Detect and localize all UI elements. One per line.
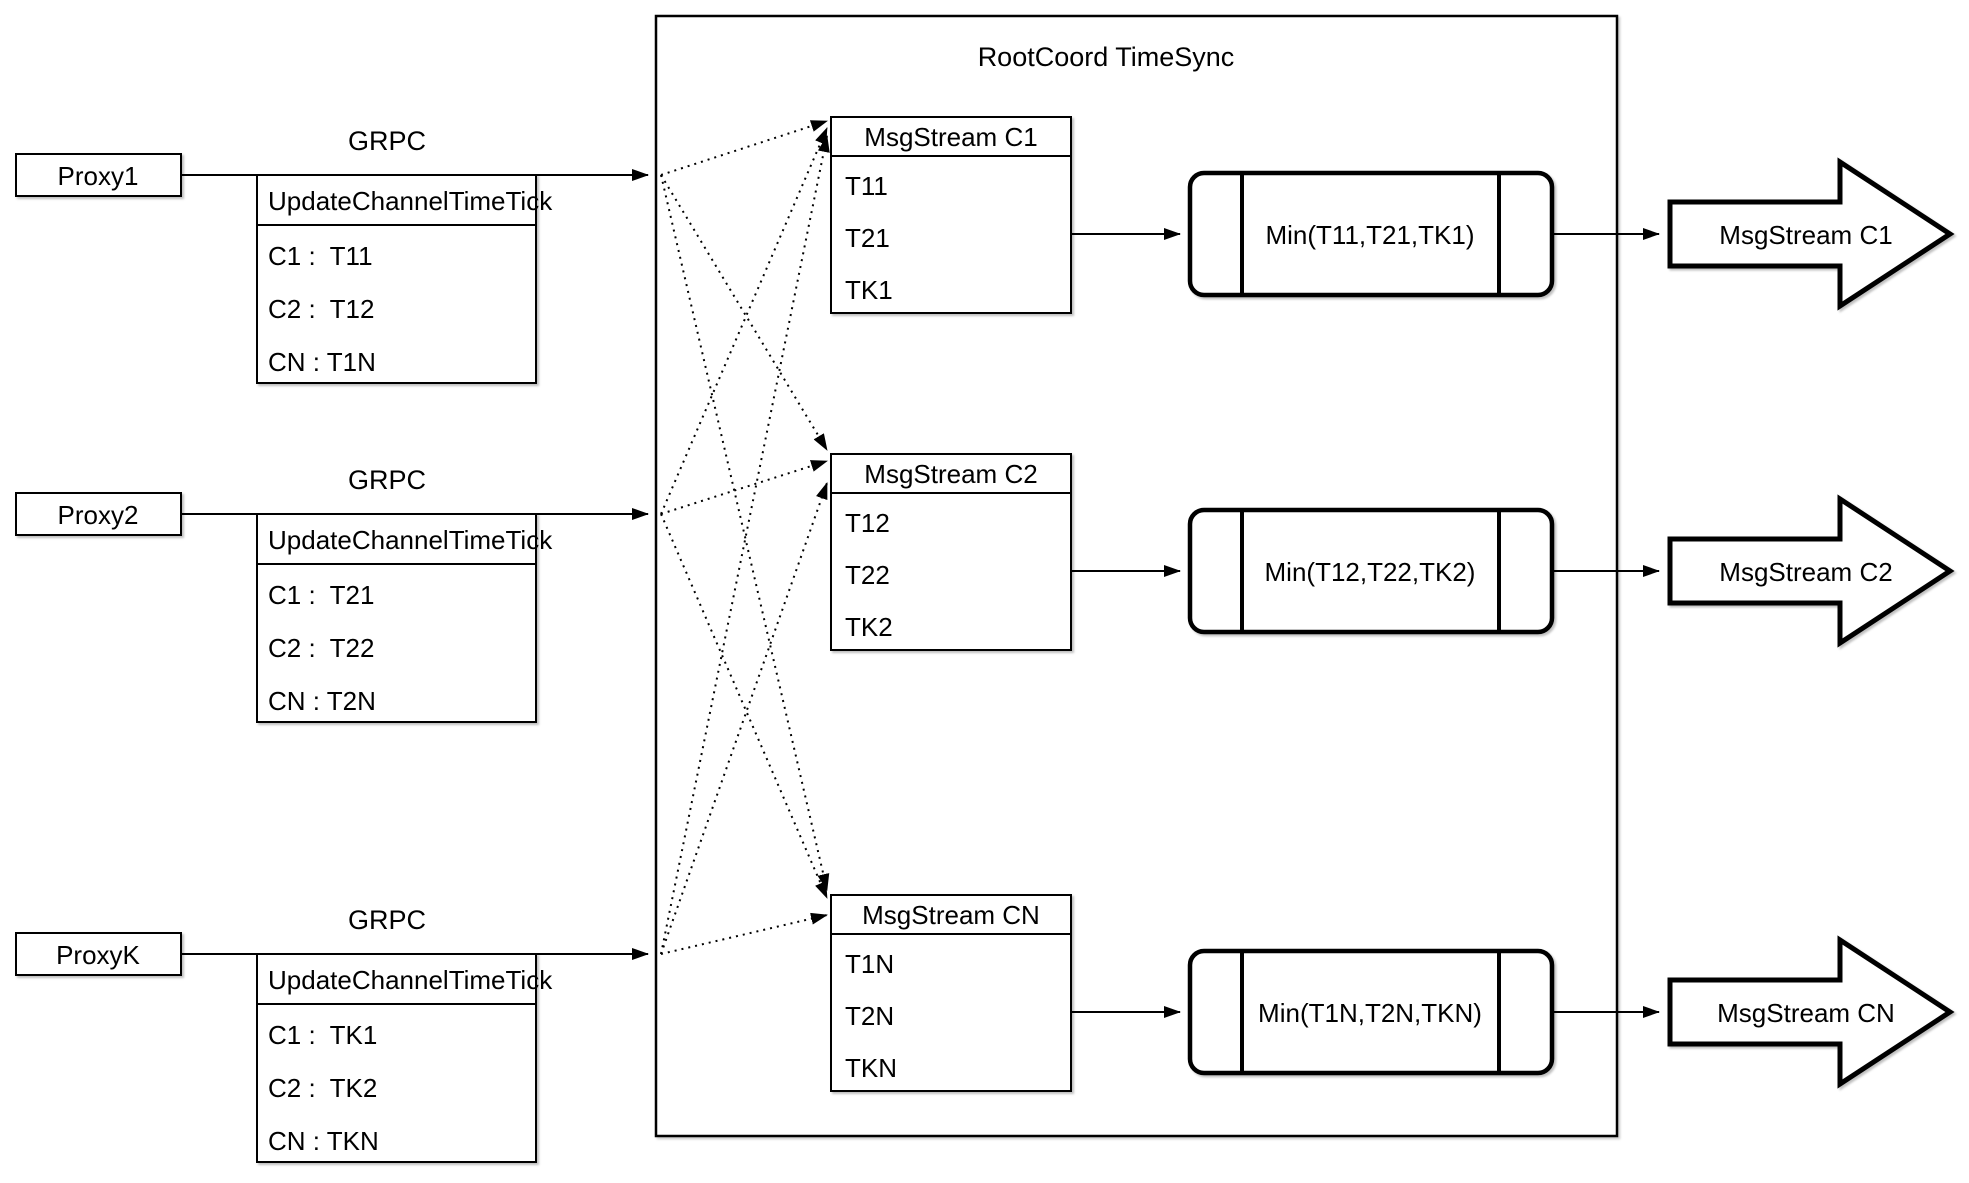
proxy-row-3: ProxyK GRPC UpdateChannelTimeTick C1 : T… <box>15 905 649 1163</box>
update-table-3-title: UpdateChannelTimeTick <box>268 965 553 995</box>
update-table-1-title: UpdateChannelTimeTick <box>268 186 553 216</box>
update-table-1 <box>256 174 537 384</box>
update-table-2-title: UpdateChannelTimeTick <box>268 525 553 555</box>
proxy1-label: Proxy1 <box>58 161 139 191</box>
min-box-cn-label: Min(T1N,T2N,TKN) <box>1258 998 1482 1028</box>
dotted-link-proxy1-c1 <box>660 120 828 176</box>
min-box-c2-label: Min(T12,T22,TK2) <box>1265 557 1476 587</box>
min-box-c1-label: Min(T11,T21,TK1) <box>1265 220 1474 250</box>
msgstream-table-cn-value-0: T1N <box>845 949 894 979</box>
update-table-1-row-1: C2 : T12 <box>268 294 374 324</box>
update-table-2-row-2: CN : T2N <box>268 686 376 716</box>
msgstream-table-c1-value-2: TK1 <box>845 275 893 305</box>
proxy2-box <box>15 492 182 536</box>
msgstream-table-c1-value-0: T11 <box>845 171 888 201</box>
msgstream-table-c2-title: MsgStream C2 <box>864 459 1037 489</box>
dotted-links <box>660 120 830 955</box>
rootcoord-title: RootCoord TimeSync <box>978 42 1235 72</box>
update-table-1-row-2: CN : T1N <box>268 347 376 377</box>
proxy1-box <box>15 153 182 197</box>
grpc-label-1: GRPC <box>348 126 426 156</box>
dotted-link-proxy2-c1 <box>660 127 828 515</box>
output-arrow-c1 <box>1667 157 1955 311</box>
output-arrow-cn-label: MsgStream CN <box>1717 998 1895 1028</box>
update-table-2-row-1: C2 : T22 <box>268 633 374 663</box>
grpc-label-2: GRPC <box>348 465 426 495</box>
msgstream-table-cn-title: MsgStream CN <box>862 900 1040 930</box>
msgstream-table-c1-title: MsgStream C1 <box>864 122 1037 152</box>
grpc-label-3: GRPC <box>348 905 426 935</box>
stream-lane-c1: MsgStream C1 T11 T21 TK1 Min(T11,T21,TK1… <box>830 116 1955 314</box>
dotted-link-proxy2-c2 <box>660 460 828 515</box>
update-table-2 <box>256 513 537 723</box>
update-table-3-row-2: CN : TKN <box>268 1126 379 1156</box>
msgstream-table-cn <box>830 894 1072 1092</box>
output-arrow-c1-label: MsgStream C1 <box>1719 220 1892 250</box>
output-arrow-cn <box>1667 935 1955 1089</box>
msgstream-table-c2-value-1: T22 <box>845 560 890 590</box>
msgstream-table-c1 <box>830 116 1072 314</box>
proxyk-box <box>15 932 182 976</box>
dotted-link-proxy1-c2 <box>660 174 828 451</box>
msgstream-table-c2-value-0: T12 <box>845 508 890 538</box>
msgstream-table-cn-value-1: T2N <box>845 1001 894 1031</box>
stream-lane-c2: MsgStream C2 T12 T22 TK2 Min(T12,T22,TK2… <box>830 453 1955 651</box>
min-box-c2 <box>1187 507 1555 635</box>
msgstream-table-c2 <box>830 453 1072 651</box>
msgstream-table-c2-value-2: TK2 <box>845 612 893 642</box>
proxy2-label: Proxy2 <box>58 500 139 530</box>
update-table-3-row-1: C2 : TK2 <box>268 1073 377 1103</box>
output-arrow-c2-label: MsgStream C2 <box>1719 557 1892 587</box>
proxyk-label: ProxyK <box>56 940 140 970</box>
update-table-2-row-0: C1 : T21 <box>268 580 374 610</box>
output-arrow-c2 <box>1667 494 1955 648</box>
proxy-row-2: Proxy2 GRPC UpdateChannelTimeTick C1 : T… <box>15 465 649 723</box>
update-table-1-row-0: C1 : T11 <box>268 241 373 271</box>
msgstream-table-c1-value-1: T21 <box>845 223 890 253</box>
min-box-cn <box>1187 948 1555 1076</box>
msgstream-table-cn-value-2: TKN <box>845 1053 897 1083</box>
update-table-3-row-0: C1 : TK1 <box>268 1020 377 1050</box>
update-table-3 <box>256 953 537 1163</box>
min-box-c1 <box>1187 170 1555 298</box>
dotted-link-proxyk-cn <box>660 912 828 955</box>
proxy-row-1: Proxy1 GRPC UpdateChannelTimeTick C1 : T… <box>15 126 649 384</box>
stream-lane-cn: MsgStream CN T1N T2N TKN Min(T1N,T2N,TKN… <box>830 894 1955 1092</box>
